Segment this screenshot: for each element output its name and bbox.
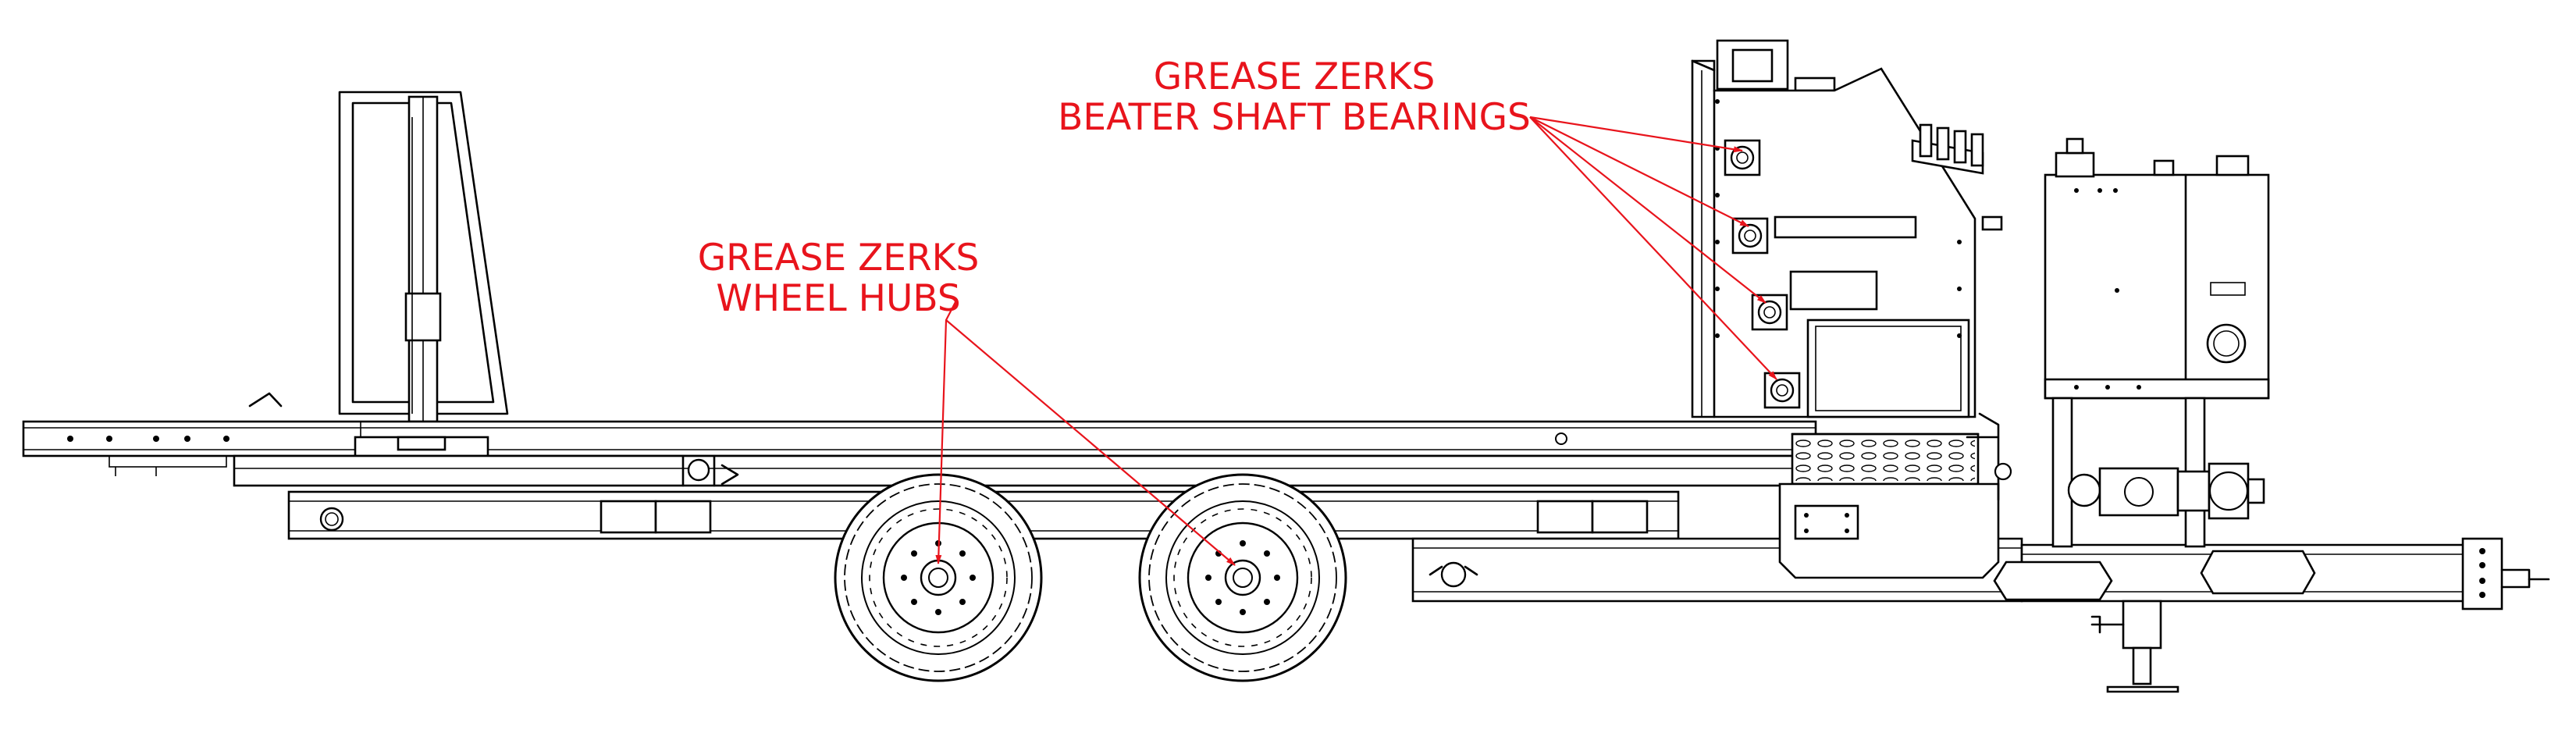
callout-beater-line1: GREASE ZERKS — [1154, 55, 1436, 98]
headboard-rack — [338, 91, 509, 423]
deck-rail — [22, 392, 1817, 476]
rail-bolts — [67, 432, 1567, 445]
callout-beater-line2: BEATER SHAFT BEARINGS — [1058, 96, 1531, 139]
leader-beater-3 — [1529, 116, 1767, 304]
callout-hubs: GREASE ZERKS WHEEL HUBS — [698, 237, 980, 320]
leader-hub-rear — [945, 319, 1236, 566]
beater-leaders — [1529, 116, 1777, 380]
callout-beater: GREASE ZERKS BEATER SHAFT BEARINGS — [1058, 55, 1531, 139]
bearing-1 — [1724, 139, 1761, 176]
grinder-housing — [1691, 39, 2012, 579]
wheel-rear — [1138, 473, 1347, 682]
bearing-4 — [1763, 372, 1801, 409]
hub-leaders — [935, 300, 1236, 566]
callout-hubs-line1: GREASE ZERKS — [698, 237, 980, 279]
bearing-2 — [1731, 217, 1769, 254]
callout-hubs-line2: WHEEL HUBS — [716, 277, 960, 320]
bearing-3 — [1751, 294, 1788, 331]
leader-beater-1 — [1529, 116, 1743, 153]
power-unit — [2044, 137, 2270, 548]
leader-beater-2 — [1529, 116, 1749, 227]
wheel-front — [834, 473, 1043, 682]
leader-beater-4 — [1529, 116, 1777, 380]
